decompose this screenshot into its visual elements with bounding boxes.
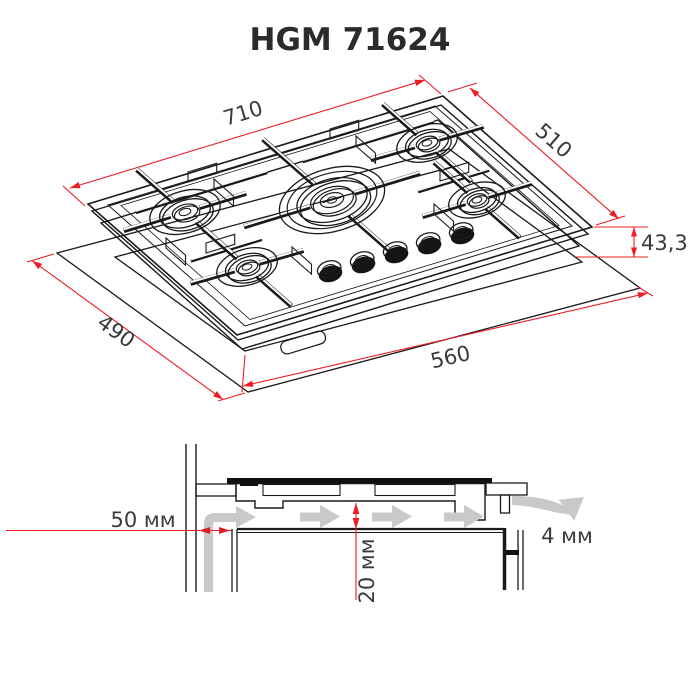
clearance-label-4mm: 4 мм: [541, 524, 593, 548]
installation-section: 50 мм 20 мм 4 мм: [6, 444, 593, 604]
burner-right-back: [396, 123, 458, 163]
countertop-right: [485, 482, 528, 496]
dimension-label-height: 43,3: [641, 231, 688, 255]
fixing-bracket: [499, 494, 511, 514]
dimension-cutout-width-560: 560: [241, 286, 654, 393]
hob-glass-section: [227, 478, 492, 484]
page-title: HGM 71624: [250, 22, 451, 58]
hob-frame: [90, 104, 590, 341]
burner-box-left: [262, 483, 341, 497]
dimension-label-cutout-depth: 490: [93, 310, 140, 353]
countertop-cutout: [55, 148, 642, 393]
clearance-under-hob-20: 20 мм: [352, 503, 379, 604]
dimension-label-width: 710: [220, 96, 265, 131]
grate-rails: [135, 119, 490, 263]
airflow-arrow-1: [300, 505, 340, 528]
airflow-up-arrow: [204, 506, 256, 592]
clearance-wall-50: 50 мм: [6, 508, 232, 534]
airflow-arrows: [204, 496, 584, 592]
dimension-width-710: 710: [62, 74, 478, 207]
back-panel: [517, 530, 524, 590]
hob-top-view: 710 510 43,3 490 560: [26, 74, 688, 402]
hob-edge-trim: [240, 478, 258, 486]
airflow-arrow-2: [372, 505, 412, 528]
airflow-arrow-3: [444, 505, 484, 528]
burner-center-wok: [278, 165, 386, 235]
clearance-label-50mm: 50 мм: [110, 508, 175, 532]
burner-box-right: [374, 483, 456, 497]
dimension-label-cutout-width: 560: [428, 341, 472, 373]
grate-feet: [165, 119, 470, 276]
burner-left-front: [216, 247, 278, 287]
hob-chassis-section: [235, 482, 486, 521]
clearance-label-20mm: 20 мм: [355, 538, 379, 603]
countertop-left: [195, 483, 237, 497]
hob-rim-inner: [120, 111, 560, 320]
burner-left-back: [149, 188, 221, 236]
gas-inlet-tab: [280, 330, 327, 355]
knob-row: [316, 222, 475, 283]
airflow-exit-arrow: [512, 496, 584, 521]
cabinet-left-wall: [231, 529, 238, 592]
burner-right-front: [448, 181, 506, 219]
hob-top-surface: [86, 95, 594, 336]
hob-rim-outer: [106, 105, 574, 327]
dimension-height-433: 43,3: [576, 226, 688, 258]
wall: [185, 444, 197, 592]
dimension-label-depth: 510: [531, 119, 577, 163]
panel-connector: [506, 550, 519, 555]
